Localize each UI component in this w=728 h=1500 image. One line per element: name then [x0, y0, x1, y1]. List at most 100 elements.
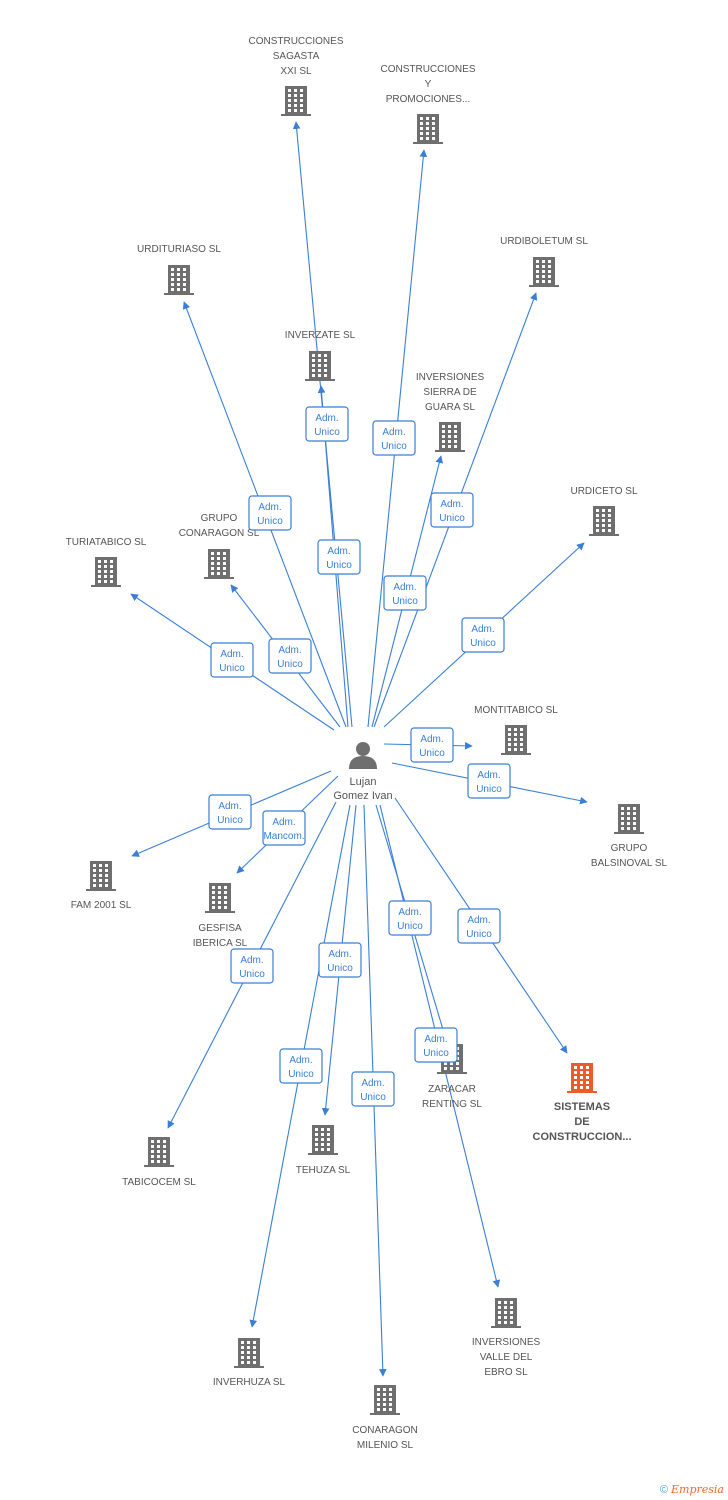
- role-text-line: Adm.: [477, 770, 500, 781]
- company-label: CONARAGON SL: [179, 528, 260, 539]
- role-text-line: Adm.: [278, 645, 301, 656]
- company-label: SAGASTA: [273, 51, 320, 62]
- company-label: TURIATABICO SL: [66, 537, 147, 548]
- role-box-sistemas-de-construccion[interactable]: Adm.Unico: [457, 908, 501, 944]
- role-text-line: Adm.: [382, 427, 405, 438]
- role-box-inversiones-sierra[interactable]: Adm. Unico: [430, 492, 474, 528]
- role-text-line: Adm.: [467, 915, 490, 926]
- building-icon: [91, 557, 121, 587]
- role-box-fam-2001[interactable]: Adm.Unico: [208, 794, 252, 830]
- building-icon: [567, 1063, 597, 1093]
- role-text-line: Unico: [397, 921, 423, 932]
- role-box-montitabico[interactable]: Adm.Unico: [410, 727, 454, 763]
- building-icon: [413, 114, 443, 144]
- role-text-line: Adm.: [240, 955, 263, 966]
- company-label: URDITURIASO SL: [137, 244, 221, 255]
- building-icon: [205, 883, 235, 913]
- company-label: ZARACAR: [428, 1084, 476, 1095]
- building-icon: [164, 265, 194, 295]
- company-label: GRUPO: [201, 513, 238, 524]
- building-icon: [281, 86, 311, 116]
- company-node-fam-2001[interactable]: FAM 2001 SL: [71, 861, 132, 911]
- role-text-line: Adm.: [328, 949, 351, 960]
- role-text-line: Adm.: [424, 1034, 447, 1045]
- company-label: INVERZATE SL: [285, 330, 356, 341]
- company-node-construcciones-y-promociones[interactable]: CONSTRUCCIONESYPROMOCIONES...: [380, 64, 476, 144]
- company-node-grupo-conaragon[interactable]: GRUPO CONARAGON SL: [179, 513, 260, 579]
- role-box-turiatabico[interactable]: Adm.Unico: [210, 642, 254, 678]
- company-label: CONSTRUCCION...: [533, 1131, 632, 1143]
- role-text-line: Adm.: [272, 817, 295, 828]
- building-icon: [370, 1385, 400, 1415]
- role-box-construcciones-sagasta-2[interactable]: Adm.Unico: [317, 539, 361, 575]
- role-box-urditurasio[interactable]: Adm.Unico: [248, 495, 292, 531]
- role-text-line: Unico: [219, 663, 245, 674]
- role-box-urdiceto[interactable]: Adm. Unico: [461, 617, 505, 653]
- company-label: TEHUZA SL: [296, 1165, 351, 1176]
- role-text-line: Unico: [423, 1048, 449, 1059]
- role-box-zaracar-renting[interactable]: Adm.Unico: [388, 900, 432, 936]
- role-box-gesfisa-iberica[interactable]: Adm.Mancom.: [262, 810, 306, 846]
- company-node-grupo-balsinoval[interactable]: GRUPO BALSINOVAL SL: [591, 804, 668, 869]
- role-text-line: Unico: [277, 659, 303, 670]
- role-text-line: Unico: [326, 560, 352, 571]
- role-text-line: Adm.: [315, 413, 338, 424]
- company-node-inverzate[interactable]: INVERZATE SL: [285, 330, 356, 381]
- company-label: GESFISA: [198, 923, 242, 934]
- company-node-inverhuza[interactable]: INVERHUZA SL: [213, 1338, 286, 1388]
- role-box-tabicocem[interactable]: Adm.Unico: [230, 948, 274, 984]
- role-box-construcciones-y-promociones[interactable]: Adm. Unico: [372, 420, 416, 456]
- company-label: GRUPO: [611, 843, 648, 854]
- company-label: URDICETO SL: [570, 486, 637, 497]
- company-label: GUARA SL: [425, 402, 475, 413]
- building-icon: [529, 257, 559, 287]
- role-box-conaragon-milenio[interactable]: Adm.Unico: [351, 1071, 395, 1107]
- company-label: INVERHUZA SL: [213, 1377, 286, 1388]
- building-icon: [614, 804, 644, 834]
- role-text-line: Adm.: [440, 499, 463, 510]
- company-node-sistemas-de-construccion[interactable]: SISTEMASDECONSTRUCCION...: [533, 1063, 632, 1143]
- company-label: MONTITABICO SL: [474, 705, 558, 716]
- role-box-urdiboletum-2[interactable]: Adm.Unico: [383, 575, 427, 611]
- role-box-inverzate[interactable]: Adm. Unico: [305, 406, 349, 442]
- company-label: VALLE DEL: [480, 1352, 533, 1363]
- company-label: BALSINOVAL SL: [591, 858, 668, 869]
- role-box-grupo-balsinoval[interactable]: Adm.Unico: [467, 763, 511, 799]
- company-node-montitabico[interactable]: MONTITABICO SL: [474, 705, 558, 755]
- copyright-symbol: ©: [659, 1484, 668, 1496]
- role-box-tehuza[interactable]: Adm.Unico: [318, 942, 362, 978]
- building-icon: [204, 549, 234, 579]
- building-icon: [144, 1137, 174, 1167]
- company-node-turiatabico[interactable]: TURIATABICO SL: [66, 537, 147, 587]
- company-label: CONARAGON: [352, 1425, 418, 1436]
- company-label: CONSTRUCCIONES: [248, 36, 343, 47]
- role-text-line: Adm.: [471, 624, 494, 635]
- company-node-tabicocem[interactable]: TABICOCEM SL: [122, 1137, 196, 1188]
- company-node-urditurasio[interactable]: URDITURIASO SL: [137, 244, 221, 295]
- role-text-line: Unico: [314, 427, 340, 438]
- company-node-tehuza[interactable]: TEHUZA SL: [296, 1125, 351, 1176]
- building-icon: [308, 1125, 338, 1155]
- role-text-line: Unico: [470, 638, 496, 649]
- company-label: IBERICA SL: [193, 938, 248, 949]
- role-box-inversiones-valle-del-ebro[interactable]: Adm. Unico: [414, 1027, 458, 1063]
- role-text-line: Unico: [381, 441, 407, 452]
- building-icon: [491, 1298, 521, 1328]
- company-label: Y: [425, 79, 432, 90]
- role-text-line: Unico: [392, 596, 418, 607]
- role-box-grupo-conaragon[interactable]: Adm. Unico: [268, 638, 312, 674]
- company-node-urdiceto[interactable]: URDICETO SL: [570, 486, 638, 536]
- footer-brand[interactable]: © Empresia: [660, 1483, 724, 1496]
- role-box-inverhuza[interactable]: Adm.Unico: [279, 1048, 323, 1084]
- company-node-urdiboletum[interactable]: URDIBOLETUM SL: [500, 236, 588, 287]
- company-node-gesfisa-iberica[interactable]: GESFISA IBERICA SL: [193, 883, 248, 949]
- role-text-line: Unico: [439, 513, 465, 524]
- building-icon: [501, 725, 531, 755]
- company-label: URDIBOLETUM SL: [500, 236, 588, 247]
